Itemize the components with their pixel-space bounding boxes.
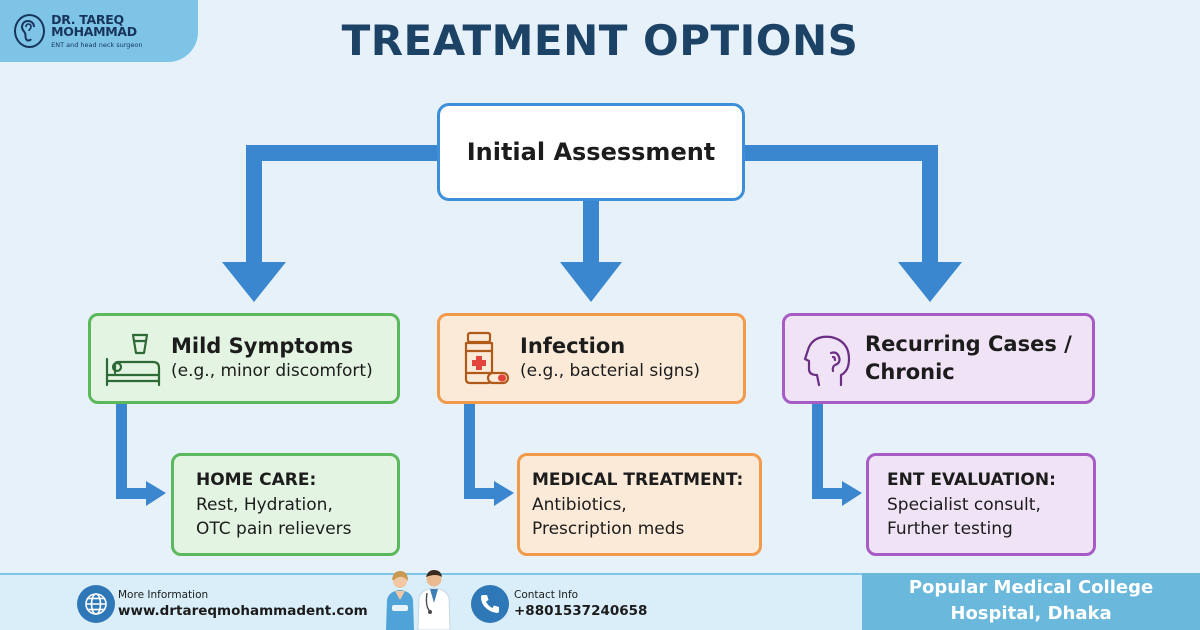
recurring-title-line1: Recurring Cases / bbox=[865, 332, 1072, 357]
elbow-right-vertical bbox=[812, 403, 823, 495]
node-infection: Infection (e.g., bacterial signs) bbox=[437, 313, 746, 404]
brand-subtitle: ENT and head neck surgeon bbox=[51, 40, 143, 49]
elbow-center-vertical bbox=[464, 403, 475, 495]
node-initial-assessment-label: Initial Assessment bbox=[466, 138, 716, 166]
footer-contact-bar: More Information www.drtareqmohammadent.… bbox=[0, 570, 862, 630]
arrow-right-head bbox=[898, 262, 962, 302]
brand-badge[interactable]: DR. TAREQ MOHAMMAD ENT and head neck sur… bbox=[0, 0, 198, 62]
elbow-left-horizontal bbox=[116, 488, 148, 499]
elbow-center-head bbox=[494, 481, 514, 506]
arrow-right-vertical bbox=[922, 145, 938, 265]
medical-treatment-line1: Antibiotics, bbox=[532, 494, 627, 515]
doctors-illustration bbox=[386, 570, 451, 630]
elbow-center-horizontal bbox=[464, 488, 496, 499]
phone-icon bbox=[471, 585, 509, 623]
phone-number[interactable]: +8801537240658 bbox=[514, 603, 648, 619]
hospital-line1: Popular Medical College bbox=[908, 577, 1154, 598]
home-care-line2: OTC pain relievers bbox=[196, 519, 352, 540]
node-ent-evaluation: ENT EVALUATION: Specialist consult, Furt… bbox=[866, 453, 1096, 556]
brand-name: DR. TAREQ MOHAMMAD bbox=[51, 11, 137, 40]
ent-evaluation-line1: Specialist consult, bbox=[887, 494, 1041, 515]
elbow-right-head bbox=[842, 481, 862, 506]
medical-treatment-heading: MEDICAL TREATMENT: bbox=[532, 470, 744, 490]
medicine-bottle-icon bbox=[464, 331, 510, 384]
elbow-right-horizontal bbox=[812, 488, 844, 499]
page-title: TREATMENT OPTIONS bbox=[341, 16, 859, 65]
node-medical-treatment: MEDICAL TREATMENT: Antibiotics, Prescrip… bbox=[517, 453, 762, 556]
infection-title: Infection bbox=[520, 333, 626, 358]
more-info-label: More Information bbox=[118, 589, 209, 601]
arrow-left-horizontal bbox=[246, 145, 438, 161]
medical-treatment-line2: Prescription meds bbox=[532, 519, 685, 540]
head-ear-icon bbox=[803, 335, 851, 386]
node-recurring-chronic: Recurring Cases / Chronic bbox=[782, 313, 1095, 404]
globe-icon bbox=[77, 585, 115, 623]
bed-glass-icon bbox=[105, 333, 161, 386]
arrow-center-vertical bbox=[583, 199, 599, 265]
website-link[interactable]: www.drtareqmohammadent.com bbox=[118, 603, 368, 619]
home-care-line1: Rest, Hydration, bbox=[196, 494, 333, 515]
node-initial-assessment: Initial Assessment bbox=[437, 103, 745, 201]
hospital-banner: Popular Medical College Hospital, Dhaka bbox=[862, 573, 1200, 630]
arrow-left-vertical bbox=[246, 145, 262, 265]
node-mild-symptoms: Mild Symptoms (e.g., minor discomfort) bbox=[88, 313, 400, 404]
arrow-center-head bbox=[560, 262, 622, 302]
recurring-title-line2: Chronic bbox=[865, 359, 955, 384]
contact-info-label: Contact Info bbox=[514, 589, 579, 601]
home-care-heading: HOME CARE: bbox=[196, 470, 317, 490]
mild-symptoms-subtitle: (e.g., minor discomfort) bbox=[171, 361, 373, 382]
mild-symptoms-title: Mild Symptoms bbox=[171, 333, 354, 358]
infection-subtitle: (e.g., bacterial signs) bbox=[520, 361, 701, 382]
arrow-right-horizontal bbox=[744, 145, 938, 161]
hospital-line2: Hospital, Dhaka bbox=[950, 603, 1112, 624]
ent-evaluation-line2: Further testing bbox=[887, 519, 1013, 540]
ent-evaluation-heading: ENT EVALUATION: bbox=[887, 470, 1056, 490]
elbow-left-head bbox=[146, 481, 166, 506]
arrow-left-head bbox=[222, 262, 286, 302]
ear-icon bbox=[14, 14, 46, 48]
elbow-left-vertical bbox=[116, 403, 127, 495]
node-home-care: HOME CARE: Rest, Hydration, OTC pain rel… bbox=[171, 453, 400, 556]
